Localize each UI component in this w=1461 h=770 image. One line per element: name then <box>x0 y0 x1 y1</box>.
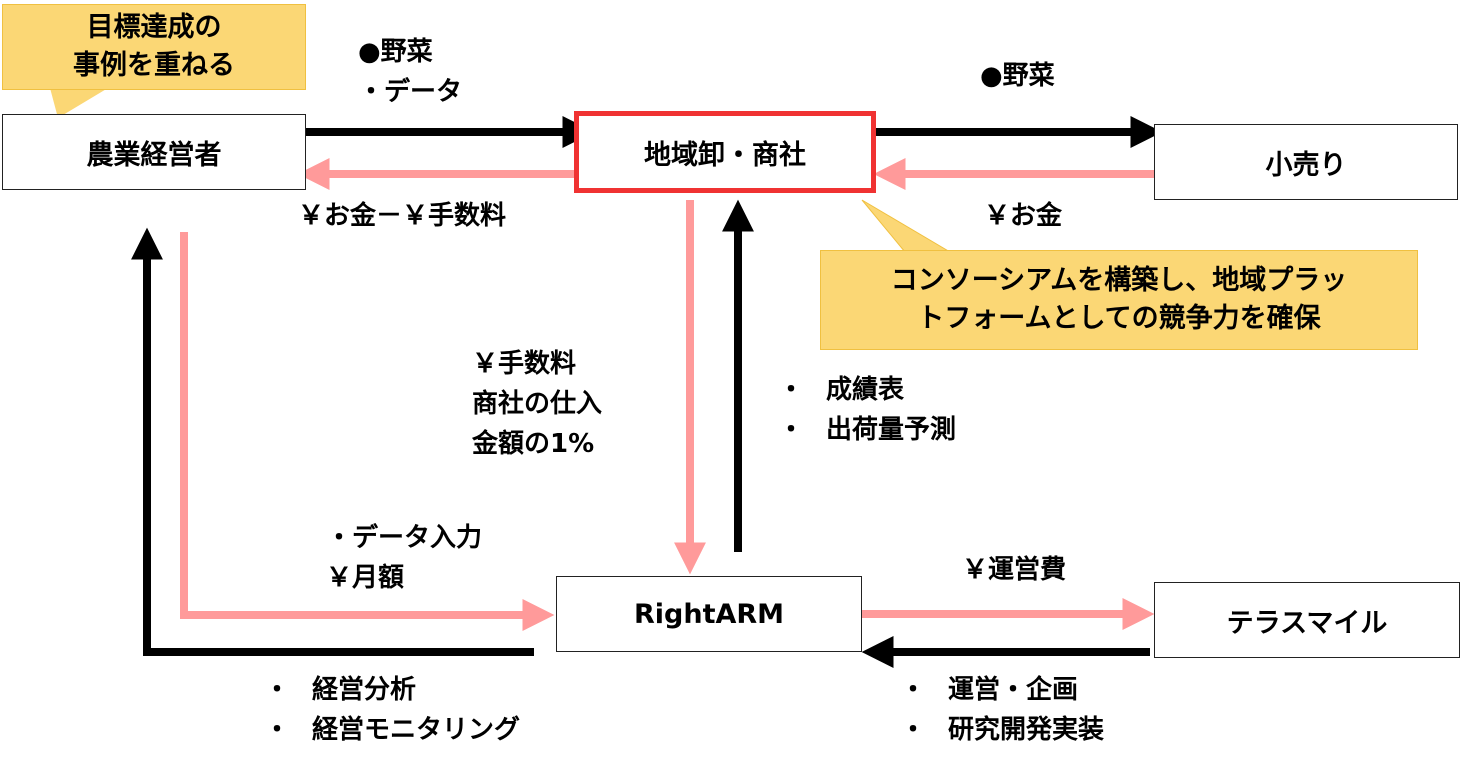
label-farmer-to-rightarm: ・データ入力 ￥月額 <box>326 518 482 598</box>
platform-callout: コンソーシアムを構築し、地域プラッ トフォームとしての競争力を確保 <box>820 250 1418 350</box>
node-wholesale: 地域卸・商社 <box>574 111 876 193</box>
bullet: ・ <box>778 415 805 445</box>
node-terrasmile: テラスマイル <box>1154 582 1460 658</box>
label-rightarm-to-terrasmile: ￥運営費 <box>962 555 1067 585</box>
label-terrasmile-to-rightarm-item-2: 研究開発実装 <box>948 715 1105 745</box>
bullet-item: ・経営モニタリング <box>264 710 520 750</box>
node-retail: 小売り <box>1154 124 1458 200</box>
label-wholesale-to-rightarm-line-3: 金額の1% <box>472 429 595 459</box>
arrow-farmer-to-rightarm <box>180 232 555 631</box>
label-terrasmile-to-rightarm: ・運営・企画 ・研究開発実装 <box>900 670 1104 750</box>
bullet: ・ <box>264 675 291 705</box>
platform-callout-tail <box>861 199 952 253</box>
bullet-item: ・成績表 <box>778 370 956 410</box>
platform-callout-line-1: コンソーシアムを構築し、地域プラッ <box>890 265 1348 296</box>
label-wholesale-to-rightarm: ￥手数料 商社の仕入 金額の1% <box>472 344 602 464</box>
bullet-item: ・出荷量予測 <box>778 410 956 450</box>
label-farmer-to-rightarm-line-2: ￥月額 <box>326 563 405 593</box>
bullet-item: ・運営・企画 <box>900 670 1104 710</box>
label-farmer-to-wholesale-line-1: ●野菜 <box>358 37 433 67</box>
node-terrasmile-label: テラスマイル <box>1226 607 1388 639</box>
label-wholesale-to-retail: ●野菜 <box>980 61 1055 91</box>
arrow-rightarm-to-farmer <box>131 227 534 656</box>
label-terrasmile-to-rightarm-item-1: 運営・企画 <box>948 675 1079 705</box>
label-rightarm-to-wholesale-item-2: 出荷量予測 <box>826 415 957 445</box>
bullet: ・ <box>778 375 805 405</box>
node-rightarm-label: RightARM <box>633 598 785 630</box>
node-wholesale-label: 地域卸・商社 <box>644 139 806 171</box>
node-farmer-label: 農業経営者 <box>86 139 222 171</box>
label-wholesale-to-rightarm-line-2: 商社の仕入 <box>472 389 603 419</box>
label-farmer-to-wholesale-line-2: ・データ <box>358 77 463 107</box>
label-rightarm-to-farmer-item-1: 経営分析 <box>312 675 417 705</box>
node-retail-label: 小売り <box>1265 149 1347 181</box>
label-retail-to-wholesale: ￥お金 <box>984 201 1063 231</box>
label-rightarm-to-farmer: ・経営分析 ・経営モニタリング <box>264 670 520 750</box>
bullet-item: ・経営分析 <box>264 670 520 710</box>
label-wholesale-to-rightarm-line-1: ￥手数料 <box>472 349 577 379</box>
goal-callout-line-2: 事例を重ねる <box>73 50 235 81</box>
label-rightarm-to-wholesale-item-1: 成績表 <box>826 375 905 405</box>
bullet: ・ <box>264 715 291 745</box>
bullet: ・ <box>900 675 927 705</box>
label-rightarm-to-wholesale: ・成績表 ・出荷量予測 <box>778 370 956 450</box>
node-farmer: 農業経営者 <box>2 114 306 190</box>
label-farmer-to-wholesale: ●野菜 ・データ <box>358 32 462 112</box>
node-rightarm: RightARM <box>556 576 862 652</box>
label-wholesale-to-farmer: ￥お金－￥手数料 <box>298 201 507 231</box>
label-farmer-to-rightarm-line-1: ・データ入力 <box>326 523 483 553</box>
goal-callout-tail <box>50 88 108 118</box>
bullet-item: ・研究開発実装 <box>900 710 1104 750</box>
goal-callout: 目標達成の 事例を重ねる <box>2 4 306 90</box>
bullet: ・ <box>900 715 927 745</box>
label-rightarm-to-farmer-item-2: 経営モニタリング <box>312 715 521 745</box>
goal-callout-line-1: 目標達成の <box>86 12 222 43</box>
platform-callout-line-2: トフォームとしての競争力を確保 <box>917 303 1321 334</box>
